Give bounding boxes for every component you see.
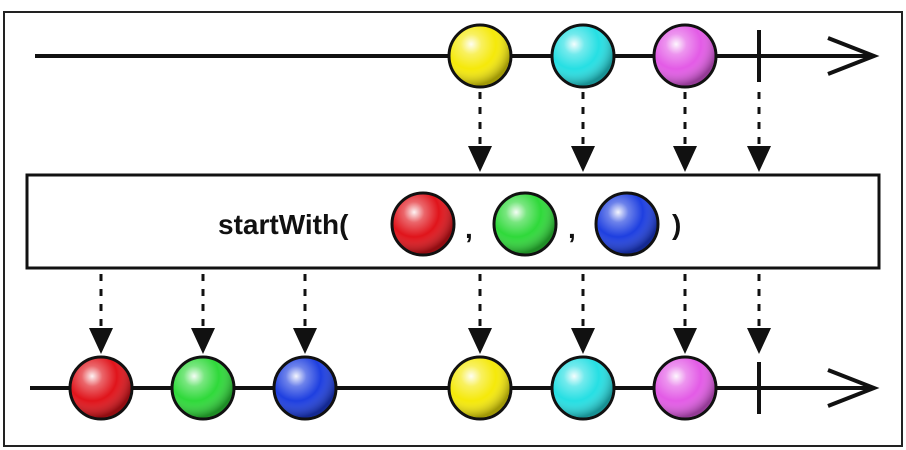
input-timeline-arrowhead: [827, 36, 880, 76]
operator-argument-green: [492, 191, 558, 257]
output-marble-4-yellow: [447, 355, 513, 421]
top-arrow-2-head: [571, 146, 595, 172]
top-arrow-4: [747, 92, 771, 172]
top-arrow-1: [468, 92, 492, 172]
output-timeline-arrowhead: [827, 368, 880, 408]
top-arrow-2: [571, 92, 595, 172]
input-marble-cyan: [550, 23, 616, 89]
top-arrow-1-head: [468, 146, 492, 172]
operator-argument-red: [390, 191, 456, 257]
output-marble-3-blue-highlight: [275, 358, 335, 418]
output-marbles: [68, 355, 718, 421]
input-marble-magenta: [652, 23, 718, 89]
input-marble-yellow-highlight: [450, 26, 510, 86]
operator-arguments: [390, 191, 660, 257]
operator-to-output-arrows: [89, 274, 771, 354]
bottom-arrow-4-head: [468, 328, 492, 354]
diagram-frame: [3, 11, 903, 447]
output-marble-1-red-highlight: [71, 358, 131, 418]
bottom-arrow-3: [293, 274, 317, 354]
operator-name: startWith(: [218, 209, 349, 240]
bottom-arrow-5: [571, 274, 595, 354]
input-marbles: [447, 23, 718, 89]
bottom-arrow-6: [673, 274, 697, 354]
bottom-arrow-1-head: [89, 328, 113, 354]
operator-separator-1: ,: [465, 213, 473, 244]
input-to-operator-arrows: [468, 92, 771, 172]
operator-argument-red-highlight: [393, 194, 453, 254]
bottom-arrow-2-head: [191, 328, 215, 354]
operator-argument-blue: [594, 191, 660, 257]
output-marble-2-green-highlight: [173, 358, 233, 418]
output-marble-5-cyan-highlight: [553, 358, 613, 418]
bottom-arrow-7-head: [747, 328, 771, 354]
bottom-arrow-4: [468, 274, 492, 354]
output-marble-6-magenta-highlight: [655, 358, 715, 418]
output-marble-3-blue: [272, 355, 338, 421]
output-marble-5-cyan: [550, 355, 616, 421]
operator-separator-2: ,: [568, 213, 576, 244]
operator-argument-blue-highlight: [597, 194, 657, 254]
output-marble-6-magenta: [652, 355, 718, 421]
top-arrow-3: [673, 92, 697, 172]
bottom-arrow-7: [747, 274, 771, 354]
bottom-arrow-1: [89, 274, 113, 354]
operator-argument-green-highlight: [495, 194, 555, 254]
output-marble-1-red: [68, 355, 134, 421]
bottom-arrow-5-head: [571, 328, 595, 354]
operator-close: ): [672, 209, 681, 240]
bottom-arrow-2: [191, 274, 215, 354]
top-arrow-3-head: [673, 146, 697, 172]
bottom-arrow-6-head: [673, 328, 697, 354]
output-marble-4-yellow-highlight: [450, 358, 510, 418]
output-marble-2-green: [170, 355, 236, 421]
top-arrow-4-head: [747, 146, 771, 172]
input-marble-yellow: [447, 23, 513, 89]
input-marble-magenta-highlight: [655, 26, 715, 86]
input-marble-cyan-highlight: [553, 26, 613, 86]
bottom-arrow-3-head: [293, 328, 317, 354]
